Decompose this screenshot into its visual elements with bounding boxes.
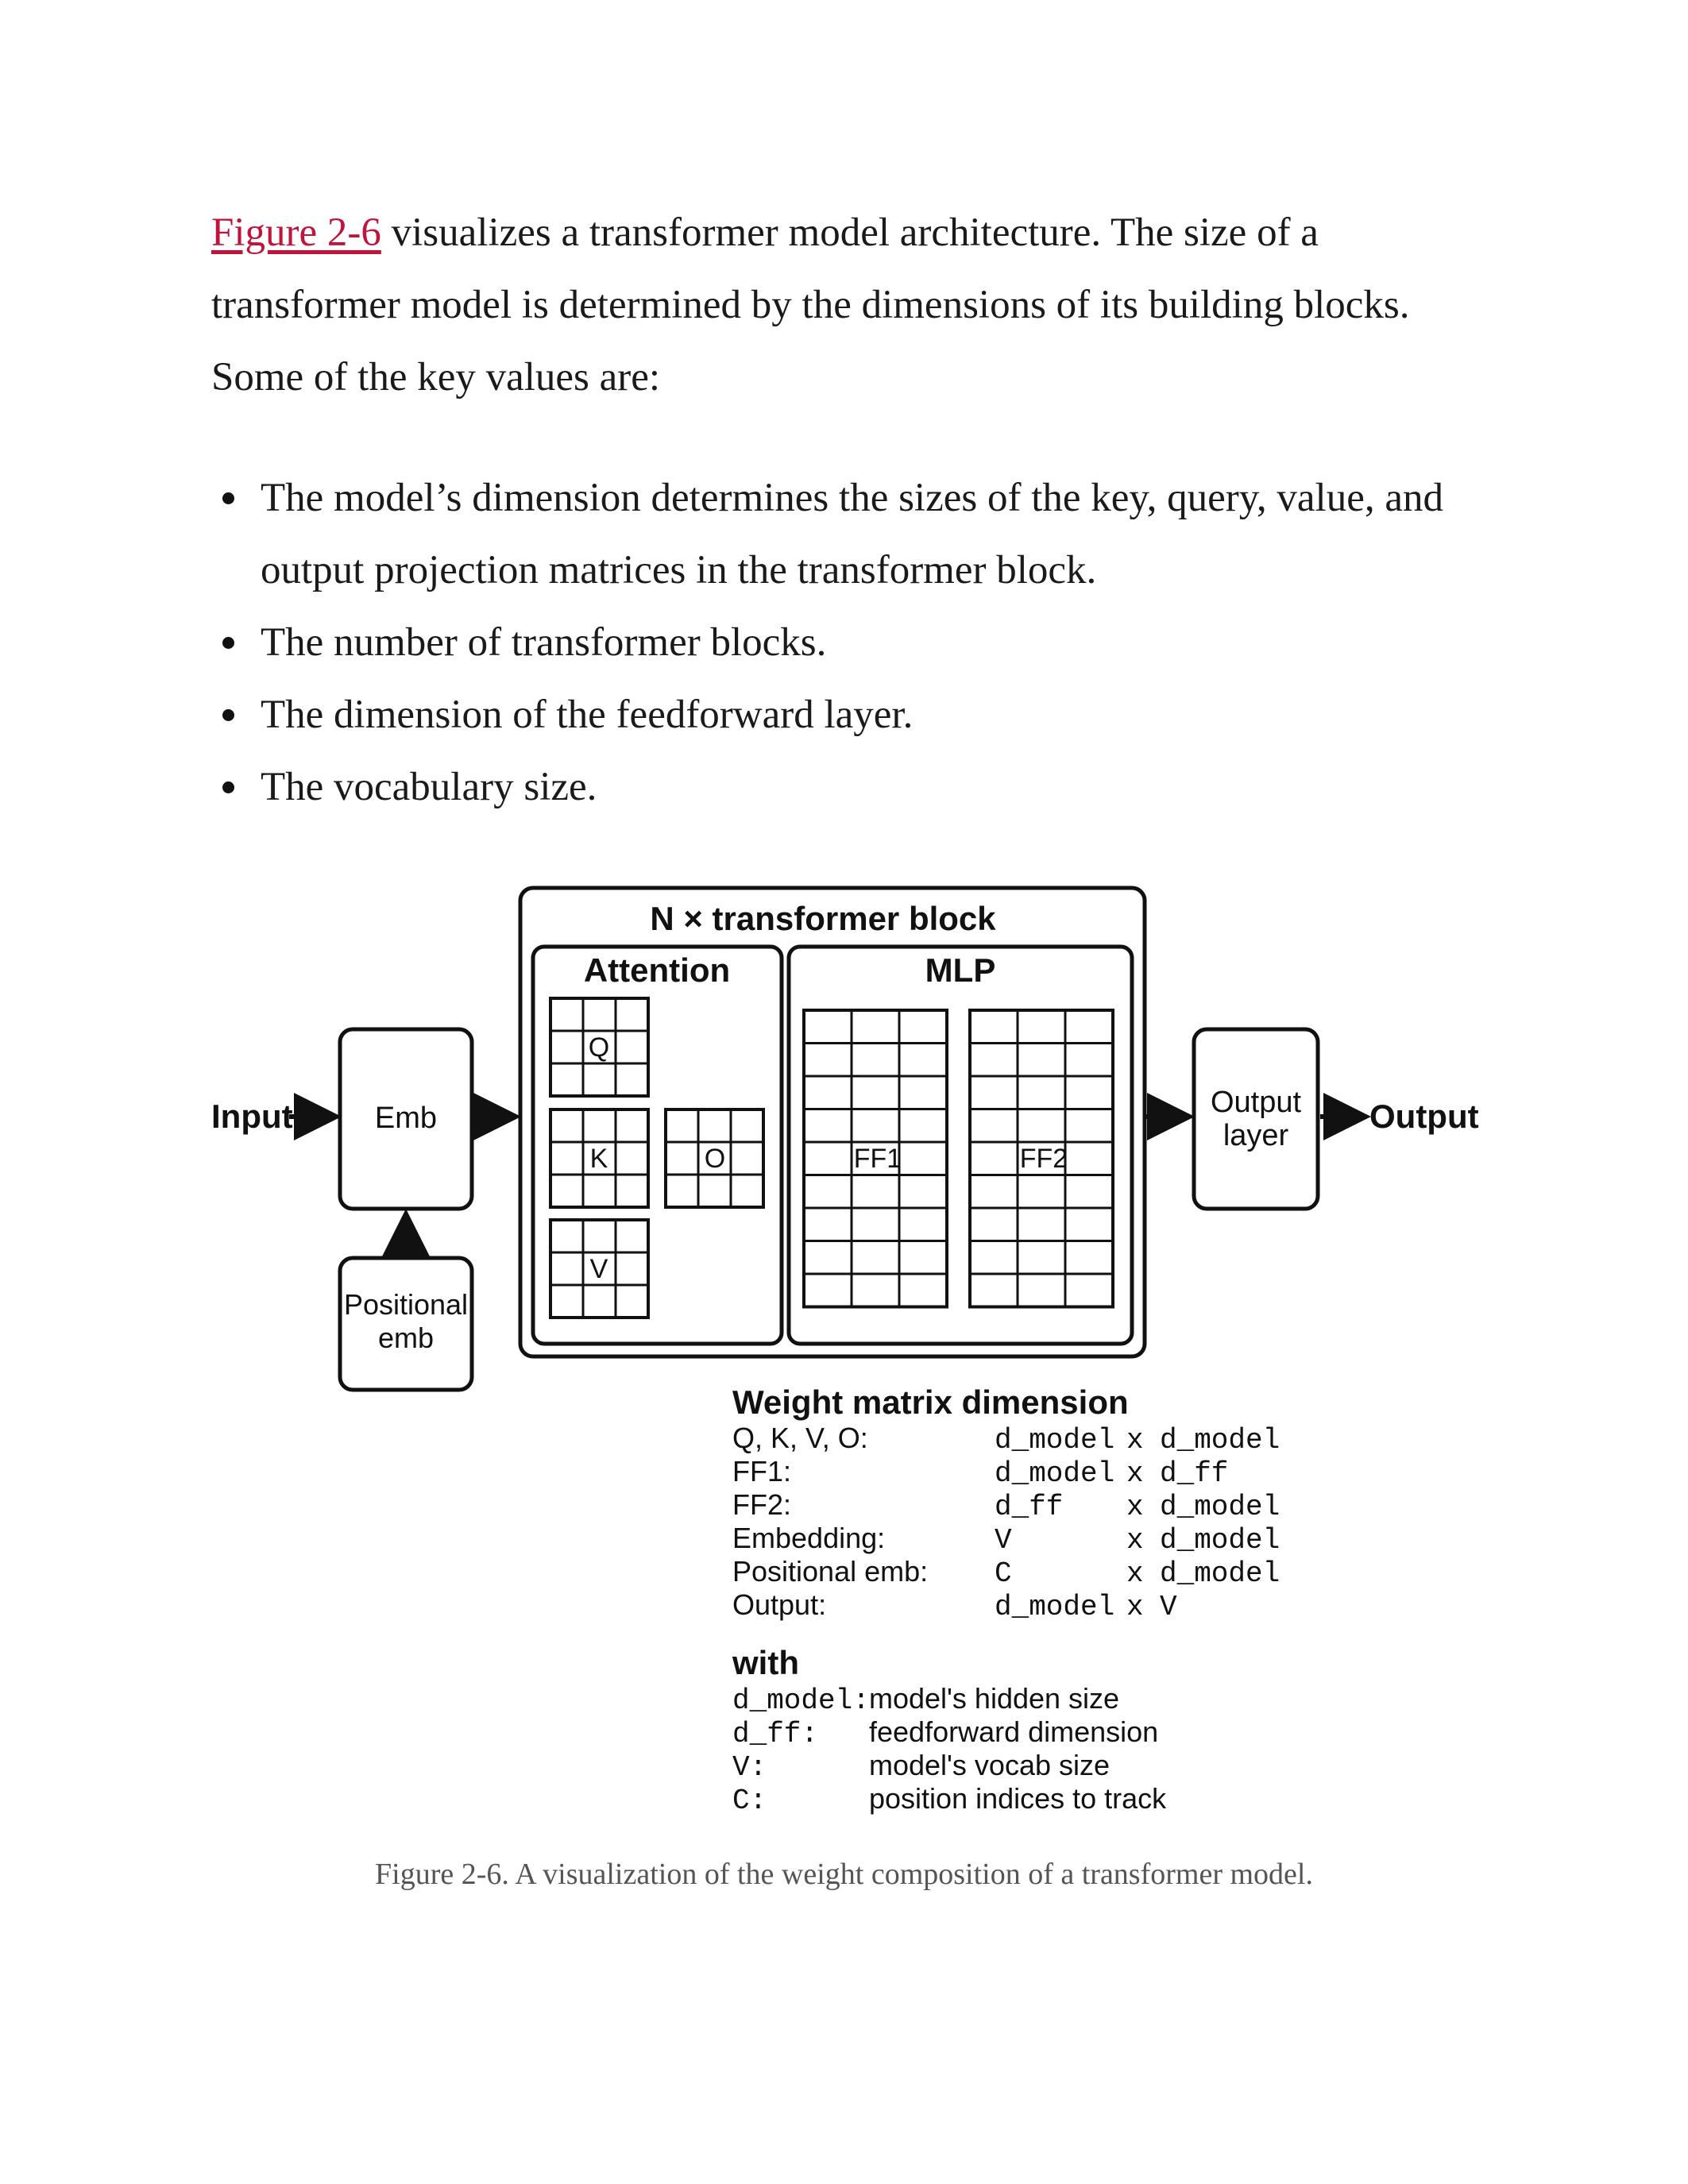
- legend-symbol: V:: [732, 1751, 767, 1784]
- weight-row-dim-b: d_ff: [1160, 1457, 1228, 1490]
- weight-row-times: x: [1126, 1557, 1144, 1590]
- figure-xref-link[interactable]: Figure 2-6: [211, 210, 381, 255]
- bullet-dot: [222, 492, 234, 504]
- list-item: The number of transformer blocks.: [211, 607, 1514, 679]
- weight-row-times: x: [1126, 1491, 1144, 1523]
- legend-description: position indices to track: [869, 1782, 1167, 1815]
- ff1-matrix-label: FF1: [854, 1144, 902, 1174]
- figure-caption: Figure 2-6. A visualization of the weigh…: [375, 1858, 1313, 1891]
- k-matrix-label: K: [590, 1144, 608, 1174]
- legend-table: d_model:model's hidden size d_ff: feedforw…: [732, 1682, 1167, 1817]
- output-layer-box: [1192, 1027, 1320, 1211]
- attention-box: [531, 944, 784, 1346]
- output-layer-label-line2: layer: [1223, 1119, 1289, 1152]
- attention-label: Attention: [584, 951, 730, 989]
- q-matrix-label: Q: [589, 1032, 609, 1063]
- weight-row-dim-b: d_model: [1160, 1557, 1280, 1590]
- legend-title: with: [732, 1644, 799, 1681]
- bullet-dot: [222, 637, 234, 649]
- mlp-box: [786, 944, 1134, 1346]
- weight-row-dim-b: V: [1160, 1591, 1177, 1623]
- positional-emb-label-line1: Positional: [344, 1288, 468, 1321]
- ff2-matrix-label: FF2: [1020, 1144, 1068, 1174]
- output-label: Output: [1369, 1098, 1479, 1135]
- weight-row-label: Output:: [732, 1588, 826, 1621]
- weight-row-label: Q, K, V, O:: [732, 1422, 868, 1454]
- intro-text: visualizes a transformer model architect…: [211, 210, 1410, 399]
- list-item: The vocabulary size.: [211, 751, 1514, 824]
- weight-row-times: x: [1126, 1424, 1144, 1457]
- positional-emb-label-line2: emb: [378, 1322, 434, 1354]
- emb-label: Emb: [375, 1102, 437, 1135]
- o-matrix-grid-border: [664, 1108, 765, 1209]
- weight-row-dim-b: d_model: [1160, 1491, 1280, 1523]
- weight-row-label: FF1:: [732, 1455, 791, 1488]
- weight-row-times: x: [1126, 1457, 1144, 1490]
- weight-row-dim-a: d_model: [995, 1457, 1114, 1490]
- ff1-matrix-grid-border: [802, 1009, 948, 1309]
- input-label: Input: [211, 1098, 293, 1135]
- weight-row-dim-a: d_ff: [995, 1491, 1063, 1523]
- v-matrix-label: V: [590, 1254, 608, 1284]
- transformer-figure: N × transformer block Attention MLP Q K …: [0, 874, 1688, 1866]
- q-matrix-grid-border: [549, 997, 650, 1098]
- output-layer-label-line1: Output: [1211, 1086, 1302, 1119]
- weight-row-dim-b: d_model: [1160, 1424, 1280, 1457]
- weight-row-label: Embedding:: [732, 1522, 885, 1554]
- weight-table-title: Weight matrix dimension: [732, 1383, 1129, 1421]
- weight-row-times: x: [1126, 1591, 1144, 1623]
- weight-row-label: FF2:: [732, 1488, 791, 1521]
- weight-row-dim-a: C: [995, 1557, 1012, 1590]
- block-title: N × transformer block: [650, 900, 996, 937]
- ff1-matrix-grid: [802, 1009, 948, 1309]
- key-values-list: The model’s dimension determines the siz…: [211, 462, 1514, 824]
- positional-emb-box: [338, 1256, 474, 1392]
- o-matrix-label: O: [705, 1144, 725, 1174]
- bullet-dot: [222, 709, 234, 721]
- ff2-matrix-grid-border: [968, 1009, 1114, 1309]
- legend-description: model's hidden size: [869, 1682, 1119, 1715]
- legend-symbol: d_ff:: [732, 1718, 818, 1750]
- legend-description: model's vocab size: [869, 1749, 1110, 1781]
- weight-row-label: Positional emb:: [732, 1555, 928, 1588]
- mlp-label: MLP: [925, 951, 996, 989]
- ff2-matrix-grid: [968, 1009, 1114, 1309]
- intro-paragraph: Figure 2-6 visualizes a transformer mode…: [211, 197, 1498, 414]
- transformer-diagram: N × transformer block Attention MLP Q K …: [211, 886, 1479, 1817]
- matrix-grids: [549, 997, 1114, 1319]
- o-matrix-grid: [664, 1108, 765, 1209]
- v-matrix-grid: [549, 1218, 650, 1319]
- legend-symbol: d_model:: [732, 1684, 870, 1717]
- q-matrix-grid: [549, 997, 650, 1098]
- list-item: The dimension of the feedforward layer.: [211, 679, 1514, 751]
- legend-description: feedforward dimension: [869, 1715, 1158, 1748]
- weight-row-dim-a: V: [995, 1524, 1012, 1557]
- list-item: The model’s dimension determines the siz…: [211, 462, 1514, 607]
- weight-row-dim-a: d_model: [995, 1424, 1114, 1457]
- bullet-dot: [222, 781, 234, 793]
- weight-row-dim-b: d_model: [1160, 1524, 1280, 1557]
- legend-symbol: C:: [732, 1785, 767, 1817]
- weight-row-times: x: [1126, 1524, 1144, 1557]
- v-matrix-grid-border: [549, 1218, 650, 1319]
- k-matrix-grid: [549, 1108, 650, 1209]
- weight-row-dim-a: d_model: [995, 1591, 1114, 1623]
- k-matrix-grid-border: [549, 1108, 650, 1209]
